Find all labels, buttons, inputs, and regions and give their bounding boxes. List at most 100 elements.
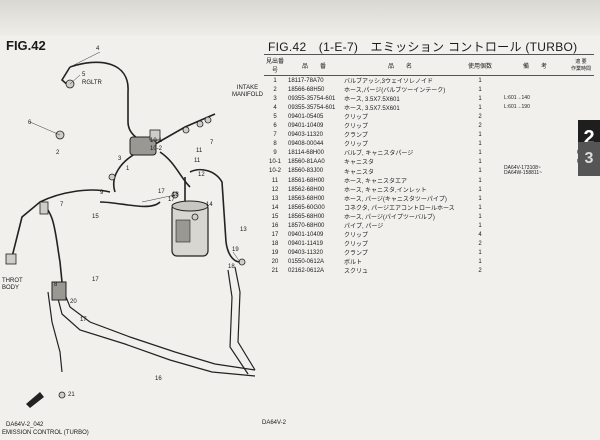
remarks-cell: L:601→140	[504, 95, 530, 101]
remarks-cell	[502, 85, 568, 94]
remarks-cell	[502, 266, 568, 275]
callout: 15	[92, 214, 99, 220]
part-name-cell: ホース, キャニスタ,インレット	[344, 188, 427, 194]
work-time-cell	[568, 176, 594, 185]
part-name-cell: バルブアッシ,3ウェイソレノイド	[344, 79, 434, 85]
ref-cell: 8	[273, 140, 277, 147]
ref-cell: 9	[273, 149, 277, 156]
qty-cell: 1	[478, 95, 482, 102]
remarks-cell	[502, 194, 568, 203]
qty-cell: 1	[478, 149, 482, 156]
remarks-cell	[502, 239, 568, 248]
work-time-cell	[568, 239, 594, 248]
qty-cell: 1	[478, 177, 482, 184]
pipe-16-d	[234, 266, 256, 371]
part-number-cell: 18562-68H00	[288, 186, 325, 193]
callout: 13	[240, 227, 247, 233]
remarks-cell	[502, 212, 568, 221]
hose-15-left	[11, 189, 111, 258]
ref-cell: 7	[273, 131, 277, 138]
callout: 11	[196, 148, 203, 154]
ref-cell: 16	[271, 222, 279, 229]
pipe-upper	[99, 201, 161, 208]
callout: 3	[118, 156, 122, 162]
part-number-cell: 18570-68H00	[288, 222, 325, 229]
ref-cell: 19	[271, 249, 279, 256]
ref-cell: 3	[273, 95, 277, 102]
part-number-cell: 09401-11419	[288, 240, 323, 247]
work-time-cell	[568, 230, 594, 239]
pipe-16-b	[54, 286, 256, 377]
part-number-cell: 09403-11320	[288, 131, 323, 138]
remarks-cell	[502, 185, 568, 194]
callout: 21	[68, 392, 75, 398]
work-time-cell	[568, 85, 594, 94]
diagram-drawing	[5, 51, 256, 408]
label-rgltr: RGLTR	[82, 80, 102, 86]
qty-cell: 4	[478, 231, 482, 238]
front-arrow	[26, 392, 44, 408]
callout: 17	[168, 197, 175, 203]
part-number-cell: 09408-00044	[288, 140, 324, 147]
part-name-cell: クリップ	[344, 142, 369, 148]
qty-cell: 1	[478, 195, 482, 202]
part-name-cell: ボルト	[344, 260, 363, 266]
callout: 7	[60, 202, 64, 208]
long-pipes	[47, 266, 256, 377]
part-number-cell: 09355-35754-601	[288, 95, 336, 102]
throttle-connector	[5, 253, 67, 301]
ref-cell: 1	[273, 77, 277, 84]
qty-cell: 2	[478, 240, 482, 247]
ref-cell: 10-1	[268, 158, 281, 165]
part-name-cell: バルブ, キャニスタパージ	[344, 151, 414, 157]
qty-cell: 2	[478, 122, 482, 129]
remarks-cell	[502, 248, 568, 257]
remarks-cell: L:601→190	[504, 104, 530, 110]
page-top-edge	[0, 0, 600, 36]
ref-cell: 6	[273, 122, 277, 129]
ref-cell: 15	[271, 213, 279, 220]
callout: 20	[70, 299, 77, 305]
remarks-cell	[502, 221, 568, 230]
part-name-cell: クリップ	[344, 233, 369, 239]
callout: 1	[126, 166, 130, 172]
qty-cell: 1	[478, 77, 482, 84]
part-name-cell: ホース, 3.5X7.5X601	[344, 106, 400, 112]
callout: 18	[228, 264, 235, 270]
part-name-cell: コネクタ, パージエアコントロールホース	[344, 206, 455, 212]
part-number-cell: 18565-60G00	[288, 204, 325, 211]
callout: 6	[28, 120, 32, 126]
col-ref: 見出番号	[264, 54, 286, 76]
ref-cell: 20	[271, 258, 279, 265]
pipe-16-a	[59, 281, 256, 371]
chapter-tab-next[interactable]: 3	[578, 142, 600, 176]
hose-canister-right	[189, 168, 241, 263]
part-name-cell: クリップ	[344, 115, 369, 121]
qty-cell: 1	[478, 204, 482, 211]
part-number-cell: 18114-68H00	[288, 149, 324, 156]
callout: 14	[206, 202, 213, 208]
ref-cell: 2	[273, 86, 277, 93]
part-number-cell: 09355-35754-601	[288, 104, 336, 111]
part-name-cell: クランプ	[344, 251, 368, 257]
ref-cell: 11	[271, 177, 279, 184]
part-name-cell: ホース,パージ(バルブツーインテーク)	[344, 88, 446, 94]
remarks-cell	[502, 130, 568, 139]
part-number-cell: 09401-10409	[288, 122, 324, 129]
remarks-cell	[502, 176, 568, 185]
